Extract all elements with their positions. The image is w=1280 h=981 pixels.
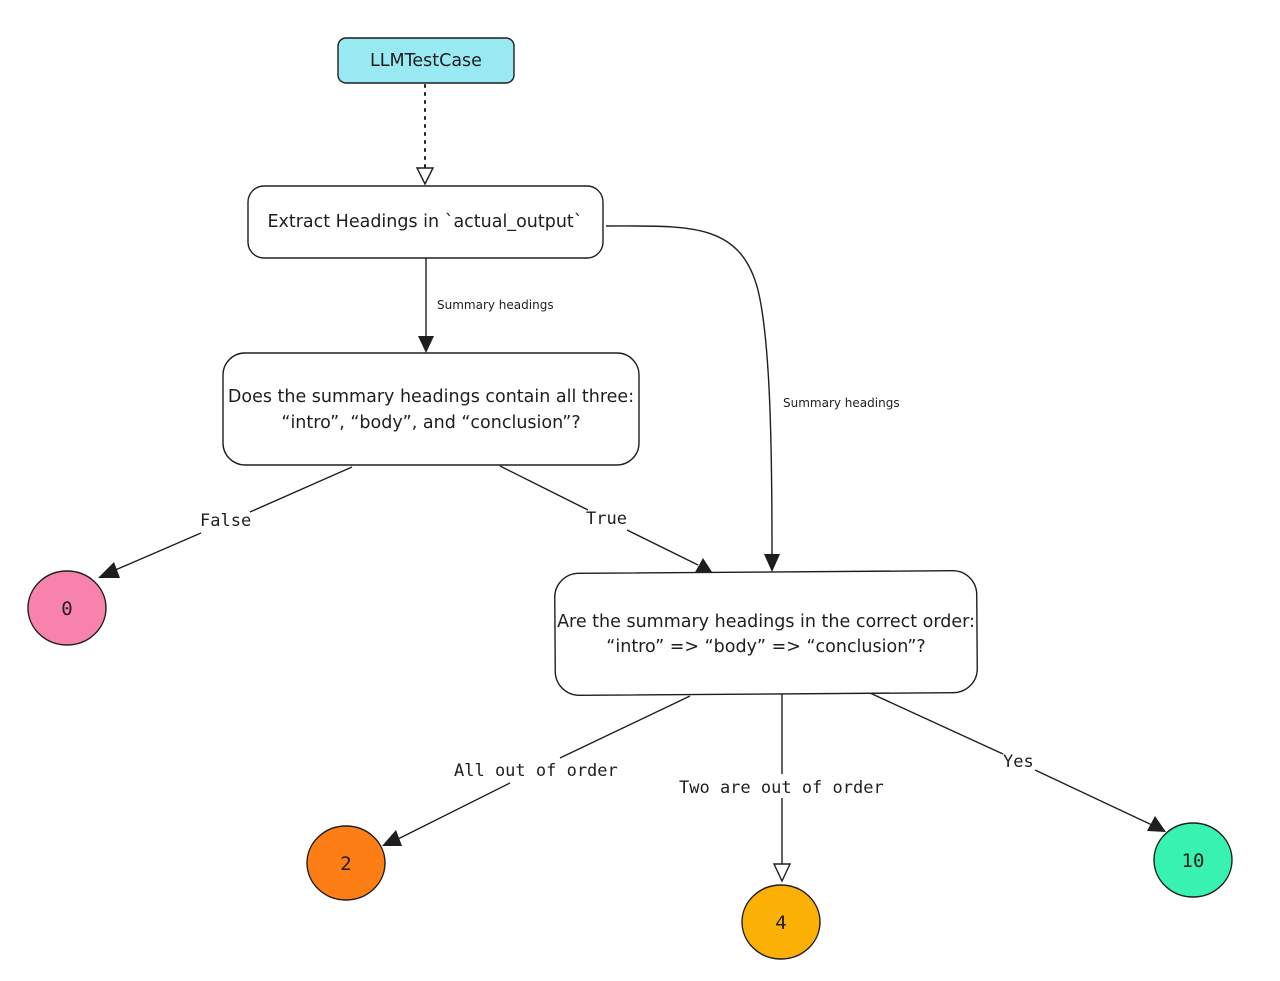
hollow-arrowhead — [772, 863, 792, 883]
arrowhead — [764, 554, 780, 572]
edge-false-upper — [249, 466, 353, 513]
edge-true-upper — [499, 465, 589, 511]
score-node-10: 10 — [1153, 822, 1233, 898]
edge-all-out-lower — [397, 782, 511, 840]
node-extract-headings: Extract Headings in `actual_output` — [247, 185, 604, 259]
node-llm-test-case-label: LLMTestCase — [370, 51, 482, 71]
edge-yes-lower — [1034, 769, 1153, 826]
node-contains-all-three: Does the summary headings contain all th… — [222, 352, 640, 466]
score-value-10: 10 — [1182, 850, 1205, 872]
score-value-2: 2 — [340, 853, 351, 875]
arrowhead — [98, 562, 120, 578]
edge-label-extract-to-contains: Summary headings — [437, 298, 554, 312]
score-node-0: 0 — [27, 570, 107, 646]
edge-label-extract-to-order: Summary headings — [783, 396, 900, 410]
score-value-4: 4 — [775, 912, 786, 934]
node-correct-order-line1: Are the summary headings in the correct … — [557, 612, 975, 632]
node-contains-all-three-line1: Does the summary headings contain all th… — [228, 387, 634, 407]
hollow-arrowhead — [415, 167, 435, 186]
edge-false-lower — [112, 532, 202, 572]
edge-yes-upper — [869, 692, 1004, 755]
node-llm-test-case: LLMTestCase — [337, 37, 515, 84]
edge-label-true: True — [586, 509, 627, 529]
edge-label-yes: Yes — [1003, 752, 1034, 772]
node-extract-headings-label: Extract Headings in `actual_output` — [267, 212, 582, 232]
edge-label-two-out-of-order: Two are out of order — [679, 778, 884, 798]
node-correct-order: Are the summary headings in the correct … — [554, 569, 978, 697]
node-correct-order-line2: “intro” => “body” => “conclusion”? — [606, 637, 925, 657]
score-node-2: 2 — [306, 825, 386, 901]
score-value-0: 0 — [61, 598, 72, 620]
node-contains-all-three-line2: “intro”, “body”, and “conclusion”? — [281, 413, 580, 433]
edge-all-out-upper — [559, 695, 691, 759]
edge-label-false: False — [200, 511, 251, 531]
arrowhead — [1147, 816, 1166, 832]
score-node-4: 4 — [741, 884, 821, 960]
edge-extract-to-order — [605, 225, 773, 555]
edge-label-all-out-of-order: All out of order — [454, 761, 618, 781]
arrowhead — [382, 830, 402, 846]
arrowhead — [694, 558, 714, 575]
edge-true-lower — [626, 529, 699, 566]
arrowhead — [418, 336, 434, 353]
